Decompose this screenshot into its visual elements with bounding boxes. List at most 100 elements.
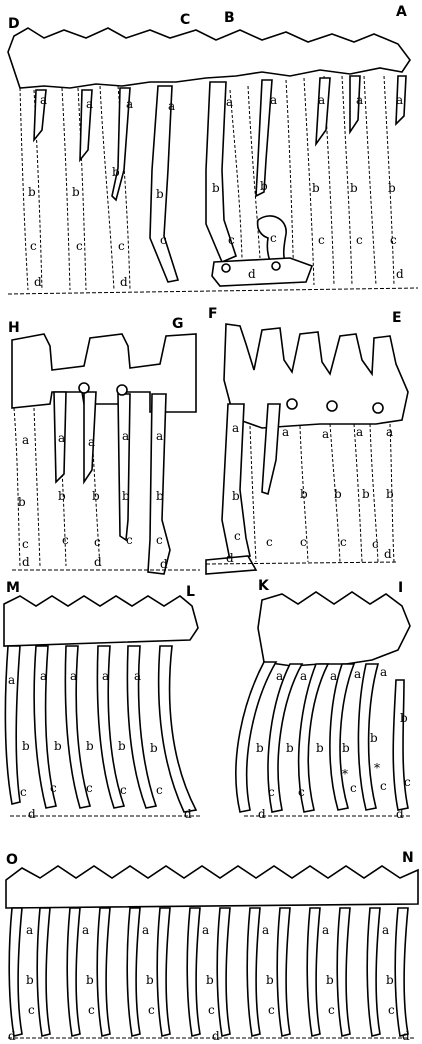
seg-b-label: b: [312, 181, 320, 195]
seg-b-label: b: [72, 185, 80, 199]
seg-a-label: a: [262, 923, 269, 937]
seg-b-label: b: [388, 181, 396, 195]
vertebral-column-row3-left: [4, 596, 198, 646]
panel-letter: A: [396, 4, 407, 20]
seg-c-label: c: [300, 535, 307, 549]
seg-b-label: b: [86, 973, 94, 987]
seg-b-label: b: [256, 741, 264, 755]
seg-b-label: b: [316, 741, 324, 755]
seg-c-label: c: [120, 783, 127, 797]
seg-b-label: b: [334, 487, 342, 501]
panel-letter: I: [398, 580, 403, 596]
seg-c-label: c: [76, 239, 83, 253]
seg-c-label: c: [268, 1003, 275, 1017]
star-mark: *: [374, 761, 380, 775]
seg-c-label: c: [340, 535, 347, 549]
seg-d-label: d: [396, 807, 404, 821]
seg-a-label: a: [322, 923, 329, 937]
seg-b-label: b: [342, 741, 350, 755]
seg-a-label: a: [134, 669, 141, 683]
seg-c-label: c: [234, 529, 241, 543]
panel-letter: N: [402, 850, 414, 866]
seg-b-label: b: [22, 739, 30, 753]
seg-b-label: b: [206, 973, 214, 987]
seg-c-label: c: [86, 781, 93, 795]
seg-b-label: b: [156, 187, 164, 201]
seg-c-label: c: [28, 1003, 35, 1017]
seg-d-label: d: [34, 275, 42, 289]
seg-b-label: b: [350, 181, 358, 195]
seg-c-label: c: [156, 783, 163, 797]
seg-a-label: a: [202, 923, 209, 937]
panel-letter: L: [186, 584, 195, 600]
seg-d-label: d: [226, 551, 234, 565]
vertebral-column-row3-right: [258, 592, 410, 666]
seg-c-label: c: [404, 775, 411, 789]
seg-a-label: a: [282, 425, 289, 439]
panel-letter: M: [6, 580, 20, 596]
seg-c-label: c: [30, 239, 37, 253]
seg-a-label: a: [318, 93, 325, 107]
seg-b-label: b: [156, 489, 164, 503]
seg-b-label: b: [326, 973, 334, 987]
seg-c-label: c: [20, 785, 27, 799]
seg-c-label: c: [62, 533, 69, 547]
seg-c-label: c: [372, 537, 379, 551]
seg-a-label: a: [330, 669, 337, 683]
seg-d-label: d: [248, 267, 256, 281]
seg-a-label: a: [300, 669, 307, 683]
panel-letter: H: [8, 320, 20, 336]
seg-b-label: b: [386, 487, 394, 501]
row-3: a a a a a a a a a a b b b b b b b b b b …: [4, 578, 412, 821]
panel-letter: F: [208, 306, 218, 322]
vertebral-column-row2-left: [12, 334, 196, 412]
seg-c-label: c: [270, 231, 277, 245]
row-2: a a a a a a a a a a b b b b b b b b b b …: [8, 306, 408, 574]
seg-b-label: b: [300, 487, 308, 501]
seg-a-label: a: [58, 431, 65, 445]
panel-letter: D: [8, 16, 20, 32]
panel-letter: K: [258, 578, 270, 594]
seg-d-label: d: [22, 555, 30, 569]
vertebral-column-row4: [6, 866, 418, 908]
seg-a-label: a: [322, 427, 329, 441]
seg-b-label: b: [86, 739, 94, 753]
seg-d-label: d: [160, 557, 168, 571]
seg-b-label: b: [92, 489, 100, 503]
star-mark: *: [342, 767, 348, 781]
seg-c-label: c: [328, 1003, 335, 1017]
seg-a-label: a: [86, 97, 93, 111]
seg-c-label: c: [350, 781, 357, 795]
seg-b-label: b: [232, 489, 240, 503]
seg-b-label: b: [260, 179, 268, 193]
seg-a-label: a: [82, 923, 89, 937]
seg-c-label: c: [50, 781, 57, 795]
seg-d-label: d: [120, 275, 128, 289]
seg-a-label: a: [386, 425, 393, 439]
seg-d-label: d: [8, 1029, 16, 1043]
seg-a-label: a: [26, 923, 33, 937]
seg-c-label: c: [266, 535, 273, 549]
seg-a-label: a: [70, 669, 77, 683]
row-1: a a a a a a a a a b b b b b b b b b c c …: [8, 4, 418, 294]
seg-a-label: a: [142, 923, 149, 937]
row-4: a a a a a a a b b b b b b b c c c c c c …: [6, 850, 418, 1043]
seg-b-label: b: [386, 973, 394, 987]
seg-b-label: b: [370, 731, 378, 745]
seg-b-label: b: [212, 181, 220, 195]
ribs-row3-left: [5, 646, 196, 812]
seg-c-label: c: [118, 239, 125, 253]
panel-letter: C: [180, 12, 190, 28]
seg-b-label: b: [150, 741, 158, 755]
seg-a-label: a: [382, 923, 389, 937]
seg-d-label: d: [396, 267, 404, 281]
seg-c-label: c: [126, 533, 133, 547]
seg-a-label: a: [22, 433, 29, 447]
seg-a-label: a: [102, 669, 109, 683]
seg-d-label: d: [28, 807, 36, 821]
seg-b-label: b: [286, 741, 294, 755]
seg-a-label: a: [232, 421, 239, 435]
seg-b-label: b: [266, 973, 274, 987]
seg-a-label: a: [270, 93, 277, 107]
